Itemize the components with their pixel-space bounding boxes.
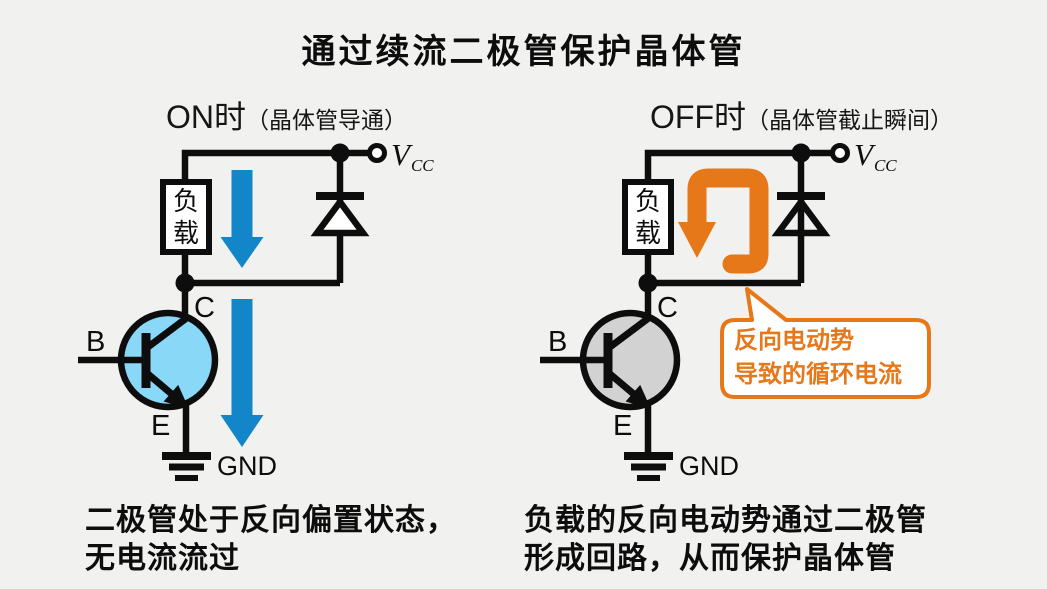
left-caption: 二极管处于反向偏置状态， 无电流流过 <box>85 502 457 578</box>
left-load-char2: 载 <box>172 218 199 248</box>
right-collector-lead <box>607 314 653 350</box>
right-load-box: 负 载 <box>622 179 674 255</box>
right-load-char1: 负 <box>634 186 661 216</box>
right-subtitle-paren: （晶体管截止瞬间） <box>746 107 953 133</box>
right-vcc-terminal-icon <box>830 143 850 163</box>
right-collector-label: C <box>657 292 678 324</box>
left-circuit-diagram <box>78 143 387 481</box>
left-vcc-subscript: CC <box>410 156 434 175</box>
left-gnd-label: GND <box>217 451 277 481</box>
right-vcc-subscript: CC <box>873 156 897 175</box>
right-gnd-label: GND <box>679 451 739 481</box>
left-base-label: B <box>86 326 106 358</box>
left-vcc-terminal-icon <box>367 143 387 163</box>
callout-line1: 反向电动势 <box>734 327 854 354</box>
right-caption: 负载的反向电动势通过二极管 形成回路，从而保护晶体管 <box>524 502 927 578</box>
left-load-char1: 负 <box>172 186 199 216</box>
back-emf-callout-text: 反向电动势 导致的循环电流 <box>724 321 934 395</box>
right-top-wire <box>644 149 832 185</box>
right-load-char2: 载 <box>634 218 661 248</box>
left-vcc-v: V <box>391 137 410 172</box>
right-circuit-diagram <box>540 143 931 481</box>
left-caption-line1: 二极管处于反向偏置状态， <box>85 504 457 537</box>
right-caption-line2: 形成回路，从而保护晶体管 <box>524 542 896 575</box>
left-collector-lead <box>145 314 191 350</box>
right-subtitle-main: OFF时 <box>650 99 746 135</box>
left-bottom-wire <box>181 252 340 287</box>
circulating-current-arrowhead-icon <box>678 222 716 258</box>
right-emitter-arrowhead-icon <box>625 384 651 409</box>
left-load-box: 负 载 <box>160 179 212 255</box>
left-caption-line2: 无电流流过 <box>85 542 240 575</box>
current-arrow-through-load-icon <box>220 170 264 268</box>
right-emitter-lead <box>607 371 639 399</box>
right-vcc-v: V <box>854 137 873 172</box>
right-ground-symbol-icon <box>624 452 673 481</box>
left-subtitle-paren: （晶体管导通） <box>246 107 408 133</box>
left-collector-label: C <box>194 292 215 324</box>
callout-line2: 导致的循环电流 <box>734 361 902 388</box>
back-emf-callout-bubble <box>720 287 931 399</box>
right-base-label: B <box>548 326 568 358</box>
right-vcc-label: VCC <box>854 137 897 174</box>
right-flyback-diode-triangle-icon <box>771 196 831 237</box>
left-ground-symbol-icon <box>162 452 211 481</box>
right-junction-dot-top <box>791 143 811 163</box>
left-emitter-label: E <box>151 410 171 442</box>
right-subtitle: OFF时（晶体管截止瞬间） <box>650 92 953 138</box>
circulating-current-loop-arrow-icon <box>687 168 769 274</box>
left-junction-dot-top <box>330 143 350 163</box>
left-vcc-label: VCC <box>391 137 434 174</box>
current-arrow-through-transistor-icon <box>220 299 264 447</box>
page-title: 通过续流二极管保护晶体管 <box>301 33 746 71</box>
left-subtitle: ON时（晶体管导通） <box>166 92 407 138</box>
left-flyback-diode-triangle-icon <box>310 196 370 237</box>
left-emitter-arrowhead-icon <box>163 384 189 409</box>
left-emitter-lead <box>145 371 177 399</box>
right-caption-line1: 负载的反向电动势通过二极管 <box>524 504 927 537</box>
left-subtitle-main: ON时 <box>166 99 247 135</box>
left-top-wire <box>181 149 369 185</box>
right-emitter-label: E <box>613 410 633 442</box>
